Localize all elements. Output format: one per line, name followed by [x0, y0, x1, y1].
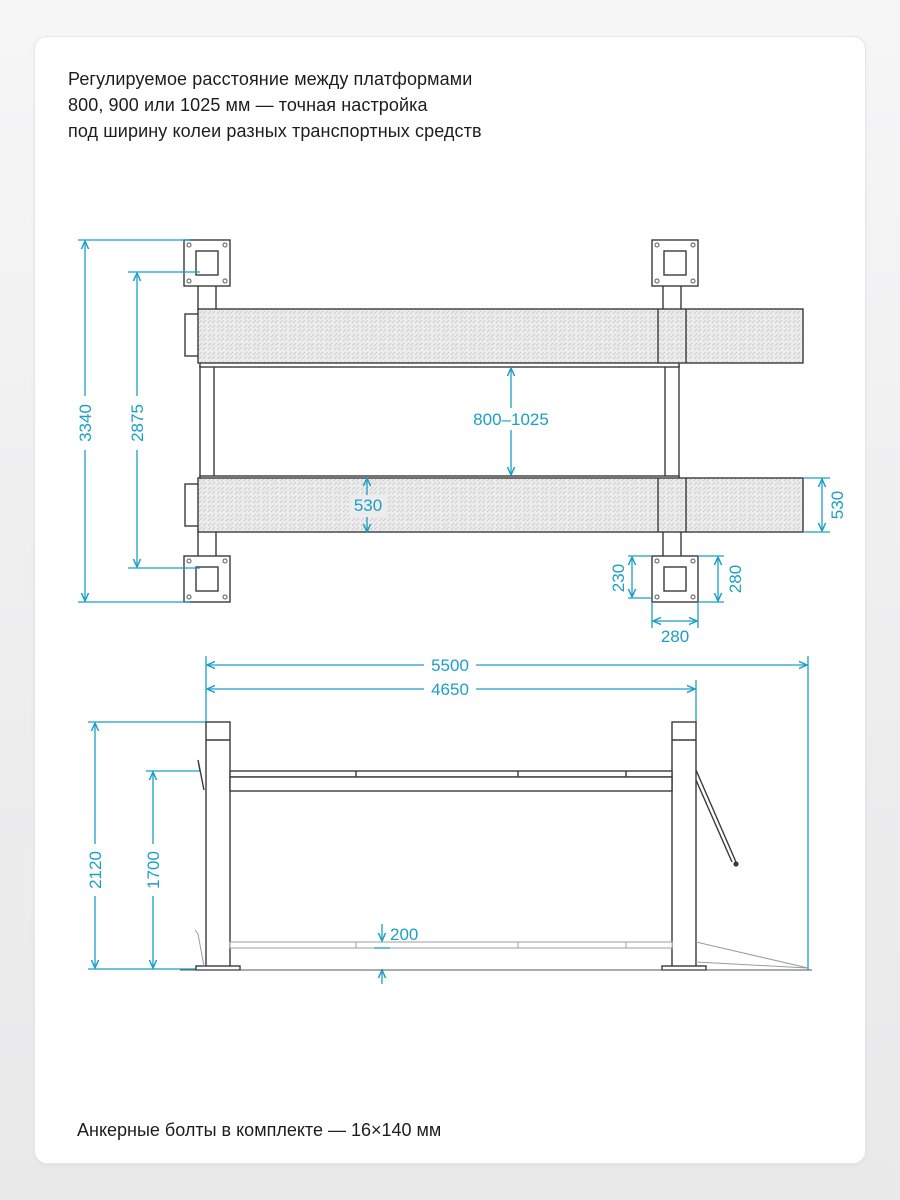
- dimension-label: 800–1025: [473, 410, 549, 429]
- dimension-total-height: 2120: [86, 721, 206, 970]
- raised-platform: [197, 759, 673, 792]
- dimension-overall-length-side: 5500: [205, 655, 809, 970]
- dimension-label: 530: [828, 491, 847, 519]
- dimension-platform-width-inner: 530: [349, 478, 387, 532]
- dimension-base-plate: 230 280 280: [609, 555, 745, 646]
- base-plate-bottom-right: [651, 555, 699, 603]
- side-column-right: [661, 721, 707, 971]
- platform-bottom: [184, 477, 804, 533]
- dimension-overall-length-top: 3340: [76, 239, 190, 603]
- description-line: 800, 900 или 1025 мм — точная настройка: [68, 95, 428, 115]
- platform-top: [184, 308, 804, 364]
- dimension-platform-width-side: 530: [803, 477, 847, 533]
- content-card: [35, 37, 865, 1163]
- side-column-left: [195, 721, 241, 971]
- dimension-min-height: 200: [374, 924, 418, 984]
- base-plate-top-left: [183, 239, 231, 287]
- dimension-platform-gap: 800–1025: [468, 368, 554, 475]
- description-line: под ширину колеи разных транспортных сре…: [68, 121, 482, 141]
- top-view: 3340 2875 800–1025 530 530: [76, 239, 847, 646]
- lowered-platform: [194, 929, 809, 969]
- dimension-label: 230: [609, 564, 628, 592]
- dimension-label: 280: [661, 627, 689, 646]
- description-text: Регулируемое расстояние между платформам…: [68, 66, 482, 144]
- description-line: Регулируемое расстояние между платформам…: [68, 69, 473, 89]
- side-view: 5500 4650 2120 1700: [86, 655, 812, 984]
- dimension-label: 5500: [431, 656, 469, 675]
- dimension-inner-length-top: 2875: [128, 271, 200, 569]
- dimension-lift-height: 1700: [144, 770, 200, 968]
- dimension-label: 280: [726, 565, 745, 593]
- anchor-bolts-note: Анкерные болты в комплекте — 16×140 мм: [77, 1120, 442, 1140]
- base-plate-bottom-left: [183, 555, 231, 603]
- left-posts: [183, 239, 231, 603]
- dimension-label: 2120: [86, 851, 105, 889]
- dimension-label: 530: [354, 496, 382, 515]
- dimension-column-span: 4650: [207, 679, 697, 722]
- dimension-label: 1700: [144, 851, 163, 889]
- dimension-label: 3340: [76, 404, 95, 442]
- dimension-label: 200: [390, 925, 418, 944]
- dimension-label: 4650: [431, 680, 469, 699]
- dimension-label: 2875: [128, 404, 147, 442]
- ramp: [695, 769, 739, 867]
- base-plate-top-right: [651, 239, 699, 287]
- right-posts: [651, 239, 699, 603]
